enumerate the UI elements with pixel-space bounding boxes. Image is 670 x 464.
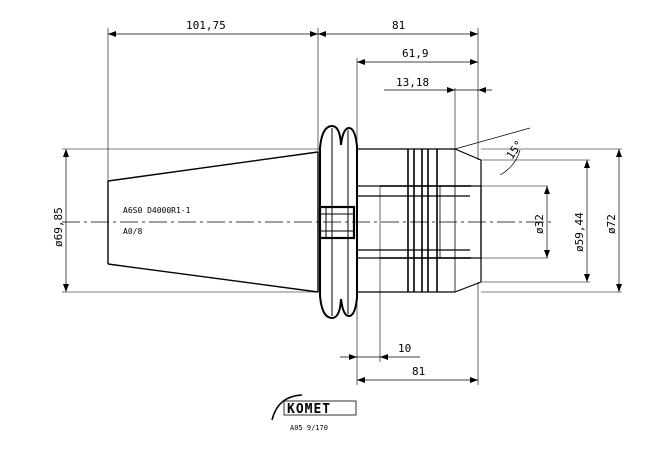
dim-shank-offset: 13,18 [396,76,429,89]
dim-bore-diameter: ø32 [533,214,546,234]
dim-overall-left: 101,75 [186,19,226,32]
extension-lines [62,28,622,385]
dim-outer-diameter-1: ø59,44 [573,212,586,252]
arrowheads [63,31,622,383]
taper-cone [107,151,319,293]
logo-wordmark: KOMET [287,402,331,417]
drawing-reference: A05 9/170 [290,424,328,432]
dim-outer-diameter-2: ø72 [605,214,618,234]
dim-overall-right: 81 [392,19,405,32]
dim-flange-diameter: ø69,85 [52,207,65,247]
komet-logo: KOMET A05 9/170 [271,394,357,432]
flange-bore [318,205,356,240]
part-code-label: A6S0 D4000R1-1 [123,206,191,215]
dim-bottom-length: 81 [412,365,425,378]
shank-body [356,148,482,293]
dim-angle: 15° [504,138,526,162]
size-code-label: A0/8 [123,227,142,236]
dim-inner-length: 61,9 [402,47,429,60]
grooves [380,149,471,292]
dim-step-10: 10 [398,342,411,355]
